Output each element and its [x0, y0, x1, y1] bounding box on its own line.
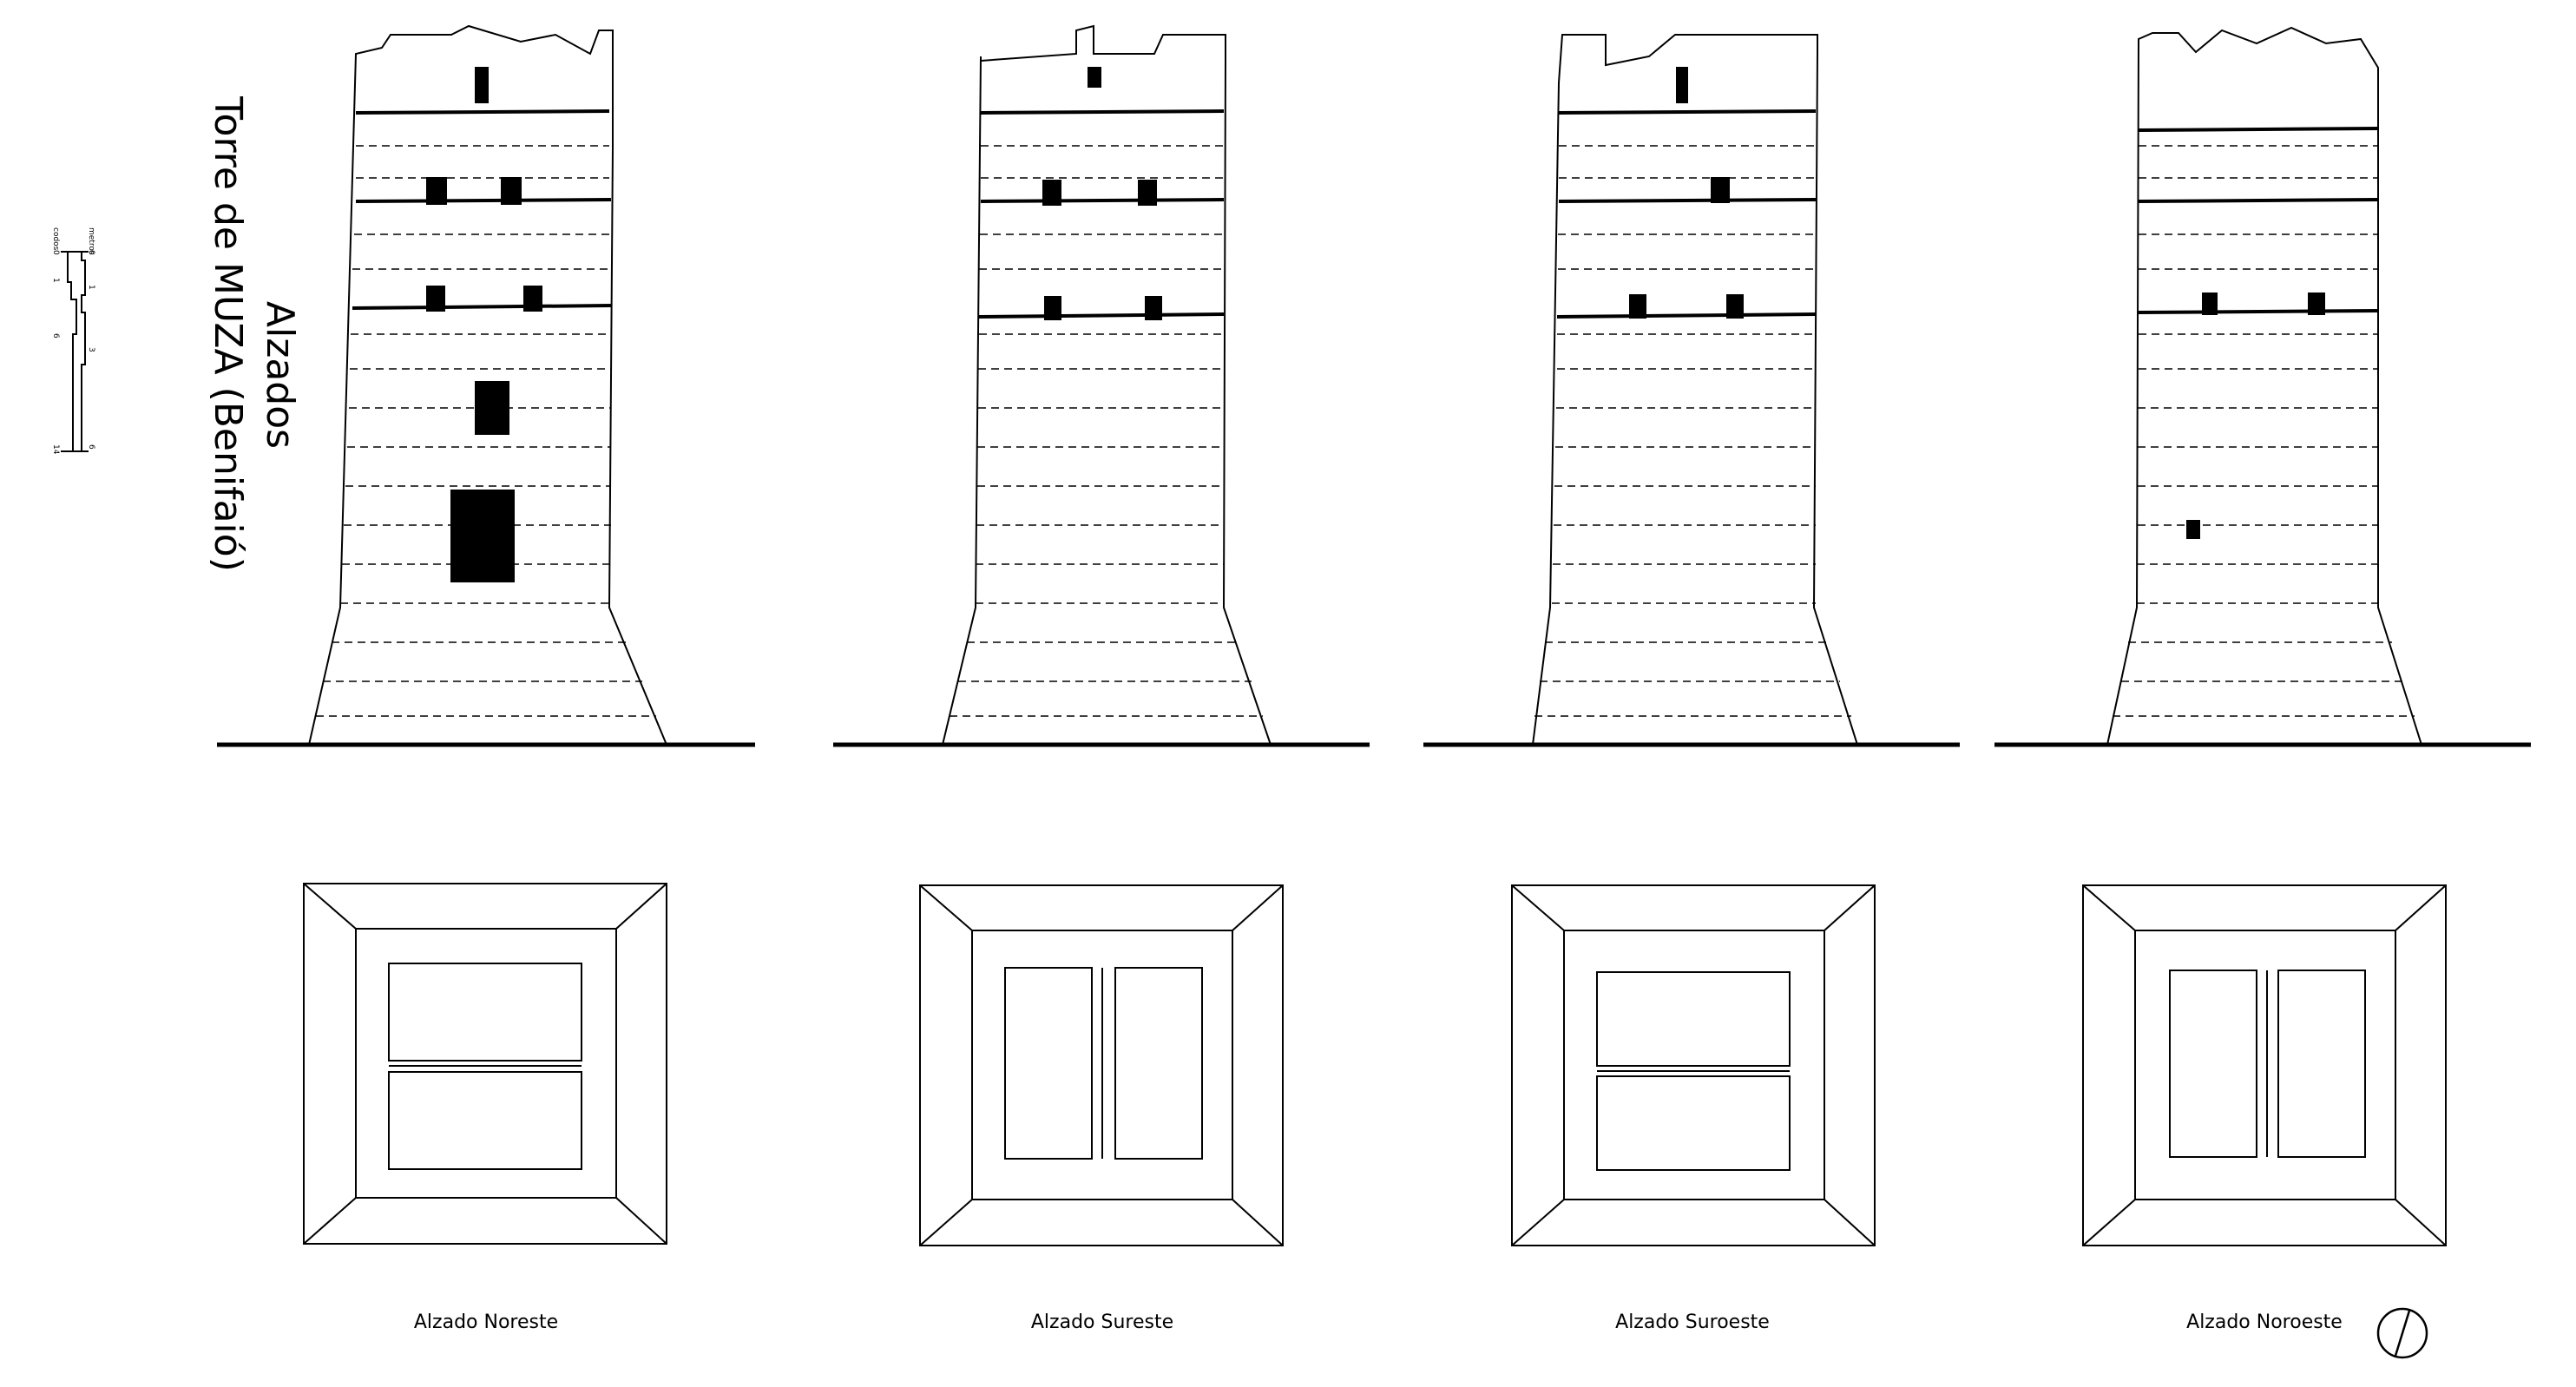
plan-noroeste: [2082, 884, 2447, 1246]
scale-codos-0: 0: [51, 250, 60, 255]
scale-metros-3: 3: [87, 347, 95, 352]
scale-metros-0: 0: [87, 250, 95, 255]
caption-suroeste: Alzado Suroeste: [1615, 1311, 1770, 1333]
scale-bar: metros codos 0 1 3 6 0 1 6 14: [51, 227, 95, 455]
elevation-noreste: [217, 24, 755, 747]
plan-sureste: [919, 884, 1284, 1246]
caption-sureste: Alzado Sureste: [1031, 1311, 1173, 1333]
scale-codos-6: 6: [51, 333, 60, 339]
scale-codos-1: 1: [51, 278, 60, 283]
scale-units-top: metros: [87, 227, 95, 255]
caption-noreste: Alzado Noreste: [414, 1311, 558, 1333]
caption-noroeste: Alzado Noroeste: [2186, 1311, 2343, 1333]
title-line-2: Torre de MUZA (Benifaió): [206, 95, 250, 572]
elevation-sureste: [833, 24, 1370, 747]
elevation-noroeste: [1994, 26, 2531, 747]
title-block: Alzados Torre de MUZA (Benifaió): [206, 95, 302, 572]
plan-suroeste: [1511, 884, 1876, 1246]
scale-units-bottom: codos: [51, 227, 60, 251]
scale-metros-6: 6: [87, 444, 95, 450]
scale-metros-1: 1: [87, 285, 95, 290]
elevation-suroeste: [1423, 34, 1960, 747]
title-line-1: Alzados: [258, 301, 302, 449]
north-arrow-icon: [2376, 1307, 2428, 1359]
plan-noreste: [303, 883, 667, 1245]
scale-codos-14: 14: [51, 444, 60, 455]
